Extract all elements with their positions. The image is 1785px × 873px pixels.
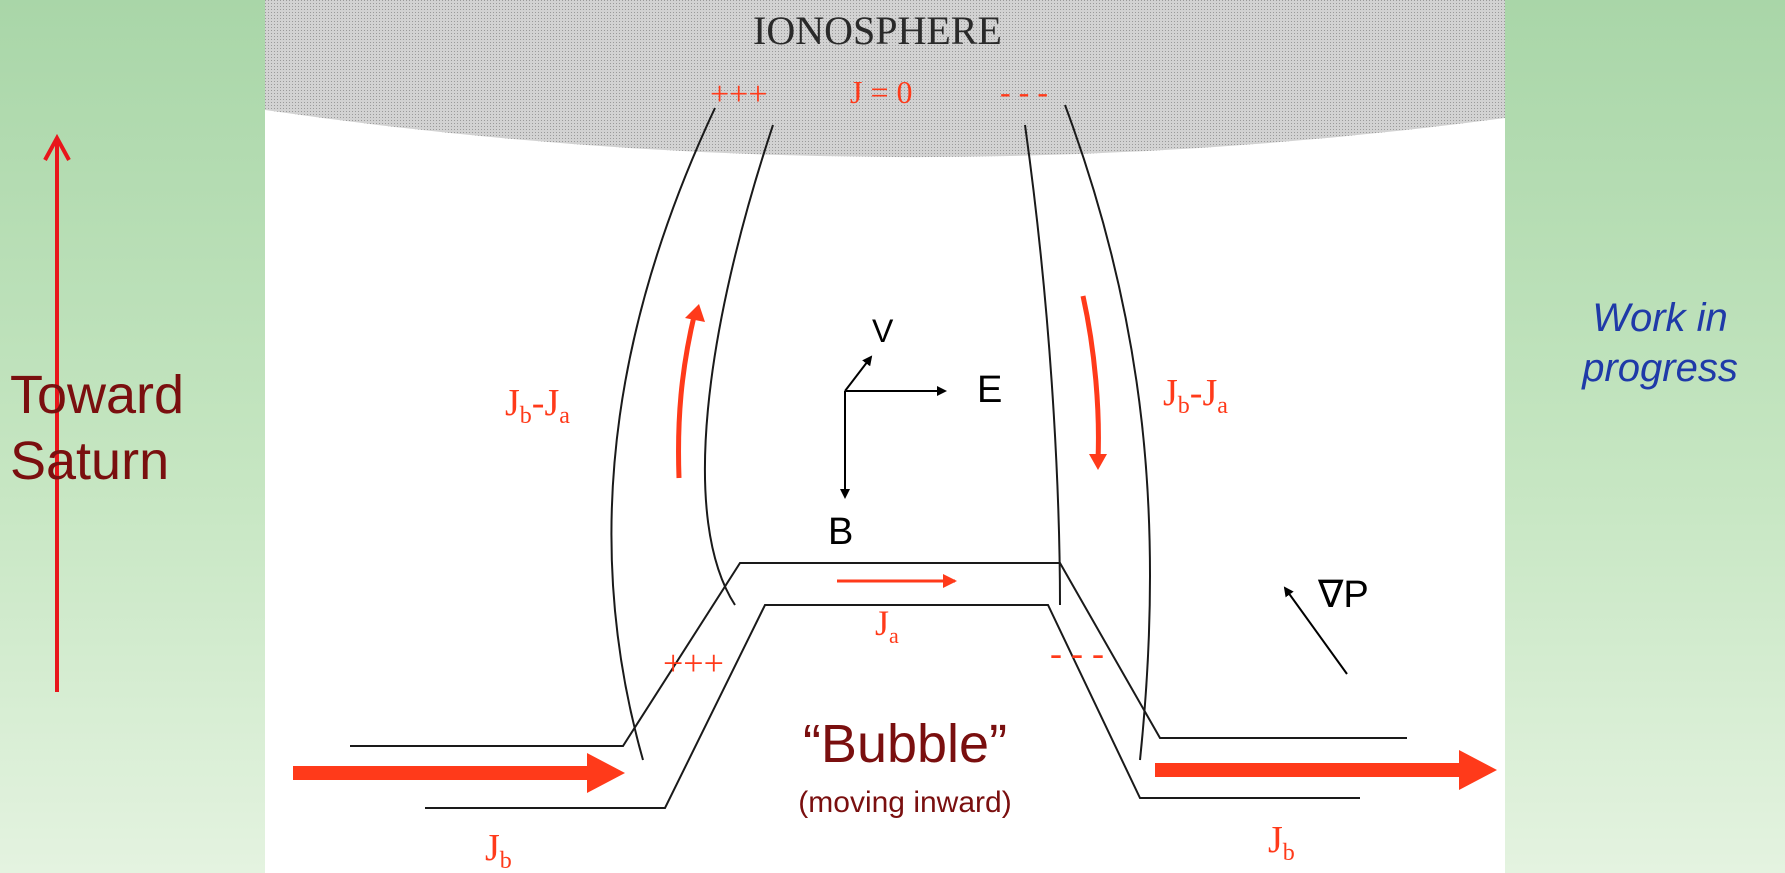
current-label-left: Jb-Ja <box>505 382 570 429</box>
jb-left-arrow-head <box>587 753 625 793</box>
field-lines <box>610 104 1152 761</box>
toward-saturn-arrow <box>43 133 71 692</box>
toward-saturn-label: Toward Saturn <box>10 362 184 494</box>
iono-plus-charges: +++ <box>710 76 768 113</box>
work-in-progress-note: Work in progress <box>1540 293 1780 393</box>
ionosphere-band <box>265 0 1505 158</box>
charge-right: - - - <box>1050 633 1104 673</box>
wip-line1: Work in <box>1592 296 1728 340</box>
jb-left-label: Jb <box>485 827 512 873</box>
jb-right-arrow-shaft <box>1155 763 1465 777</box>
field-current-up-arrow <box>676 311 698 479</box>
field-line-right-inner <box>1024 124 1061 606</box>
iono-minus-charges: - - - <box>1000 74 1048 110</box>
jb-right-label: Jb <box>1268 819 1295 866</box>
iono-zero-current: J = 0 <box>850 74 913 110</box>
axis-v-label: V <box>872 313 894 349</box>
axis-v-line <box>844 355 873 392</box>
bubble-subtitle: (moving inward) <box>798 786 1011 819</box>
axes <box>840 355 947 499</box>
bubble-title: “Bubble” <box>803 714 1007 774</box>
bubble-outline-upper <box>350 562 1407 747</box>
jb-left-arrow-shaft <box>293 766 593 780</box>
field-current-up-head <box>685 304 705 322</box>
jb-right-arrow-head <box>1459 750 1497 790</box>
grad-p-label: ∇P <box>1317 574 1369 616</box>
field-line-left-outer <box>610 107 716 761</box>
grad-p-arrow <box>1283 586 1348 675</box>
charge-left: +++ <box>663 643 724 683</box>
wip-line2: progress <box>1582 346 1738 390</box>
ja-label: Ja <box>875 603 899 648</box>
toward-saturn-line2: Saturn <box>10 431 170 491</box>
field-current-down-head <box>1089 454 1107 470</box>
axis-e-label: E <box>977 369 1002 411</box>
bubble-outline-lower <box>425 604 1360 809</box>
field-line-right-outer <box>1064 104 1152 761</box>
current-label-right: Jb-Ja <box>1163 372 1228 419</box>
field-current-down-arrow <box>1080 295 1101 461</box>
ionosphere-label: IONOSPHERE <box>753 8 1002 53</box>
bubble-diagram: IONOSPHERE +++ J = 0 - - - Jb-Ja Jb-Ja <box>265 0 1505 873</box>
axis-b-label: B <box>828 511 853 553</box>
field-line-left-inner <box>703 124 774 606</box>
toward-saturn-line1: Toward <box>10 365 185 425</box>
